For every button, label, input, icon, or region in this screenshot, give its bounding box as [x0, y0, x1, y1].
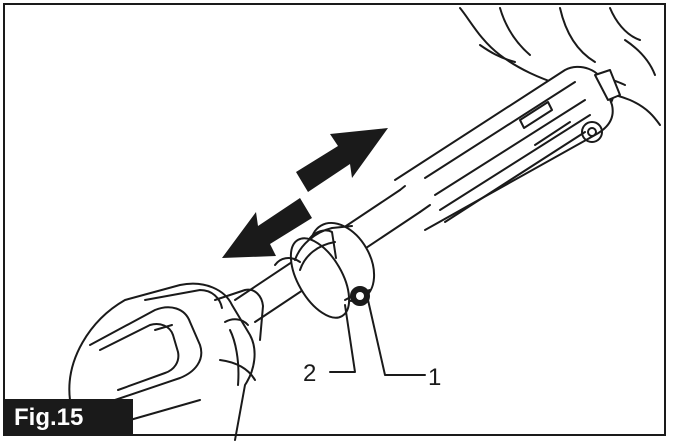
- figure-label-text: Fig.15: [14, 403, 84, 431]
- figure-frame: [3, 3, 666, 436]
- callout-2: 2: [303, 360, 317, 387]
- double-arrow-icon: [222, 128, 388, 258]
- figure-label: Fig.15: [4, 399, 133, 436]
- upper-handle: [394, 65, 621, 231]
- callout-1: 1: [428, 364, 442, 391]
- leader-lines: [329, 299, 426, 376]
- clamp-ring: [274, 222, 376, 319]
